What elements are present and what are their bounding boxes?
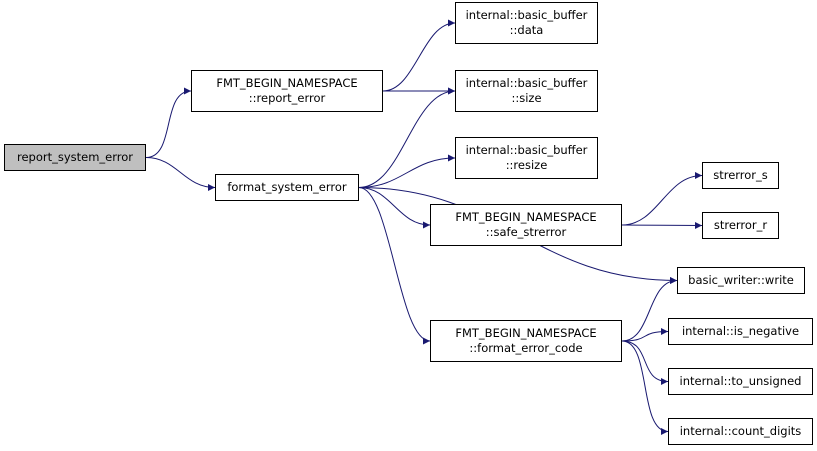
node-safe-strerror[interactable]: FMT_BEGIN_NAMESPACE ::safe_strerror [430, 204, 622, 246]
edge-format_error_code-to-basic_writer_write [621, 277, 678, 342]
node-label-line: internal::count_digits [679, 424, 802, 438]
node-label-line: strerror_s [713, 168, 768, 182]
node-label-line: ::resize [505, 158, 548, 172]
node-label-line: ::data [509, 23, 544, 37]
node-strerror-r[interactable]: strerror_r [702, 212, 779, 239]
edge-safe_strerror-to-strerror_s [621, 172, 703, 226]
node-is-negative[interactable]: internal::is_negative [668, 318, 813, 345]
edge-format_error_code-to-count_digits [621, 340, 669, 435]
node-basic-buffer-data[interactable]: internal::basic_buffer ::data [455, 2, 598, 44]
node-basic-buffer-resize[interactable]: internal::basic_buffer ::resize [455, 137, 598, 179]
node-format-error-code[interactable]: FMT_BEGIN_NAMESPACE ::format_error_code [430, 320, 622, 362]
edge-safe_strerror-to-strerror_r [621, 221, 703, 229]
node-basic-writer-write[interactable]: basic_writer::write [677, 267, 805, 294]
node-to-unsigned[interactable]: internal::to_unsigned [668, 368, 813, 395]
node-strerror-s[interactable]: strerror_s [702, 162, 779, 189]
node-label-line: ::format_error_code [469, 341, 583, 355]
node-report-error[interactable]: FMT_BEGIN_NAMESPACE ::report_error [191, 70, 383, 112]
node-count-digits[interactable]: internal::count_digits [668, 418, 813, 445]
node-label-line: ::size [511, 91, 542, 105]
edge-format_system_error-to-basic_buffer_size [358, 87, 456, 188]
node-label-line: internal::is_negative [681, 324, 800, 338]
edge-format_system_error-to-safe_strerror [358, 187, 431, 229]
node-label-line: internal::basic_buffer [465, 8, 588, 22]
node-label-line: basic_writer::write [688, 273, 794, 287]
node-report-system-error: report_system_error [4, 144, 146, 171]
edge-report_system_error-to-report_error [145, 87, 192, 158]
edge-report_system_error-to-format_system_error [145, 157, 216, 191]
edge-format_system_error-to-basic_buffer_resize [358, 154, 456, 188]
node-label-line: ::safe_strerror [485, 225, 567, 239]
edge-report_error-to-basic_buffer_data [382, 19, 456, 92]
node-label-line: ::report_error [248, 91, 326, 105]
node-label-line: report_system_error [16, 150, 134, 164]
edge-format_system_error-to-format_error_code [358, 187, 431, 345]
node-label-line: FMT_BEGIN_NAMESPACE [216, 76, 358, 90]
node-label-line: internal::basic_buffer [465, 76, 588, 90]
node-format-system-error[interactable]: format_system_error [215, 174, 359, 201]
node-basic-buffer-size[interactable]: internal::basic_buffer ::size [455, 70, 598, 112]
node-label-line: strerror_r [713, 218, 768, 232]
node-label-line: internal::basic_buffer [465, 143, 588, 157]
node-label-line: FMT_BEGIN_NAMESPACE [455, 326, 597, 340]
edge-format_error_code-to-to_unsigned [621, 340, 669, 385]
edge-format_error_code-to-is_negative [621, 328, 669, 342]
node-label-line: FMT_BEGIN_NAMESPACE [455, 210, 597, 224]
node-label-line: format_system_error [227, 180, 347, 194]
node-label-line: internal::to_unsigned [679, 374, 802, 388]
